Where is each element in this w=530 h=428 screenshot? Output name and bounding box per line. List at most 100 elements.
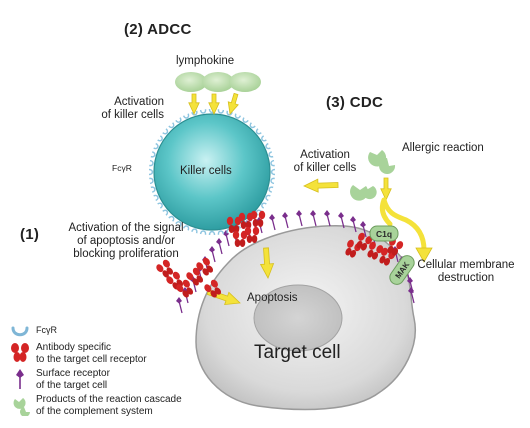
fc-receptor <box>191 110 198 116</box>
antibody <box>204 279 222 298</box>
fc-receptor <box>150 151 156 158</box>
process-arrow <box>188 93 200 115</box>
fc-receptor <box>175 117 182 123</box>
antibody <box>196 257 214 276</box>
fc-receptor <box>268 151 274 158</box>
antibodies <box>156 210 404 298</box>
surface-receptor-icon <box>16 369 24 389</box>
complement-products <box>350 150 396 201</box>
process-arrow <box>208 93 220 115</box>
surface-receptor <box>282 212 289 229</box>
antibody <box>176 279 194 298</box>
antibody <box>250 210 266 227</box>
fc-receptor <box>157 135 163 142</box>
fc-receptor <box>162 209 169 216</box>
process-arrow <box>380 177 392 201</box>
fc-receptor <box>148 168 154 176</box>
process-arrow <box>259 247 275 279</box>
fc-receptor <box>226 110 233 116</box>
mak-complex: MAK <box>389 255 415 285</box>
step1-number: (1) <box>20 226 40 243</box>
fc-receptor <box>162 128 169 135</box>
fc-receptor <box>208 230 216 236</box>
c1q-path-arrow <box>379 197 393 227</box>
fc-receptor <box>149 159 154 167</box>
fc-receptor <box>270 168 276 176</box>
complement-path-arrow <box>381 197 427 253</box>
target-cell <box>195 225 416 411</box>
legend-item-fc-receptor: FcγR <box>8 322 57 344</box>
surface-receptor <box>360 221 367 238</box>
surface-receptor <box>338 212 345 229</box>
process-arrow <box>227 92 239 115</box>
fc-receptor <box>249 122 256 129</box>
fc-receptor <box>270 177 275 185</box>
fc-receptor <box>182 225 190 231</box>
surface-receptor <box>296 210 303 227</box>
fc-receptor <box>255 209 262 216</box>
fc-receptor <box>157 202 163 209</box>
adcc-title: (2) ADCC <box>124 21 192 38</box>
fc-receptor-icon <box>11 326 29 337</box>
activation-left-label: Activation of killer cells <box>101 96 164 122</box>
activation-right-label: Activation of killer cells <box>293 149 357 175</box>
fc-receptor <box>242 117 249 123</box>
fc-receptor <box>199 109 207 114</box>
antibody <box>156 259 174 278</box>
killer-cells-label: Killer cells <box>180 165 232 177</box>
surface-receptor <box>216 238 223 255</box>
allergic-reaction-label: Allergic reaction <box>402 142 484 154</box>
target-cell-label: Target cell <box>254 342 341 363</box>
fc-receptor <box>182 113 190 119</box>
antibody-icon <box>11 343 29 362</box>
fc-receptor <box>168 122 175 129</box>
antibody <box>244 226 260 243</box>
fc-receptor <box>199 230 207 235</box>
surface-receptor <box>310 210 317 227</box>
c1q-complex: C1q <box>369 225 399 242</box>
lymphokine-label: lymphokine <box>176 55 235 67</box>
surface-receptor <box>408 287 415 304</box>
fcr-label: FcγR <box>112 163 132 173</box>
fc-receptor <box>149 177 154 185</box>
antibody <box>232 230 248 247</box>
fc-receptor <box>255 128 262 135</box>
fc-receptor <box>234 113 242 119</box>
fc-receptor <box>270 159 275 167</box>
membrane-destruction-label: Cellular membrane destruction <box>417 259 515 285</box>
killer-cell <box>148 108 276 236</box>
fc-receptor <box>191 228 198 234</box>
legend-item-complement: Products of the reaction cascade of the … <box>8 394 182 417</box>
process-arrow <box>303 178 339 193</box>
surface-receptor <box>209 246 216 263</box>
surface-receptor <box>269 214 276 231</box>
surface-receptor <box>223 230 230 247</box>
antibody <box>186 267 204 286</box>
fc-receptor <box>261 135 267 142</box>
antibody <box>356 232 373 251</box>
process-arrows <box>188 92 433 306</box>
fc-receptor <box>261 202 267 209</box>
fc-receptor <box>168 215 175 222</box>
svg-text:C1q: C1q <box>376 229 392 239</box>
antibody <box>387 237 404 256</box>
complement-path-arrowhead <box>415 247 433 263</box>
complement-products-icon <box>13 398 30 416</box>
legend-item-antibody: Antibody specific to the target cell rec… <box>8 342 147 365</box>
fc-receptor <box>175 221 182 227</box>
surface-receptor <box>324 210 331 227</box>
step1-description: Activation of the signal of apoptosis an… <box>68 222 184 261</box>
legend-item-surface-receptor: Surface receptor of the target cell <box>8 368 110 391</box>
surface-receptor <box>176 297 183 314</box>
fc-receptor <box>265 194 271 202</box>
lymphokine-molecules <box>175 72 261 92</box>
fc-receptor <box>150 186 156 193</box>
fc-receptor <box>153 142 159 150</box>
apoptosis-label: Apoptosis <box>247 292 298 304</box>
fc-receptor <box>217 109 225 114</box>
fc-receptor <box>265 142 271 150</box>
fc-receptor <box>217 230 225 235</box>
surface-receptor <box>350 216 357 233</box>
cdc-title: (3) CDC <box>326 94 384 111</box>
